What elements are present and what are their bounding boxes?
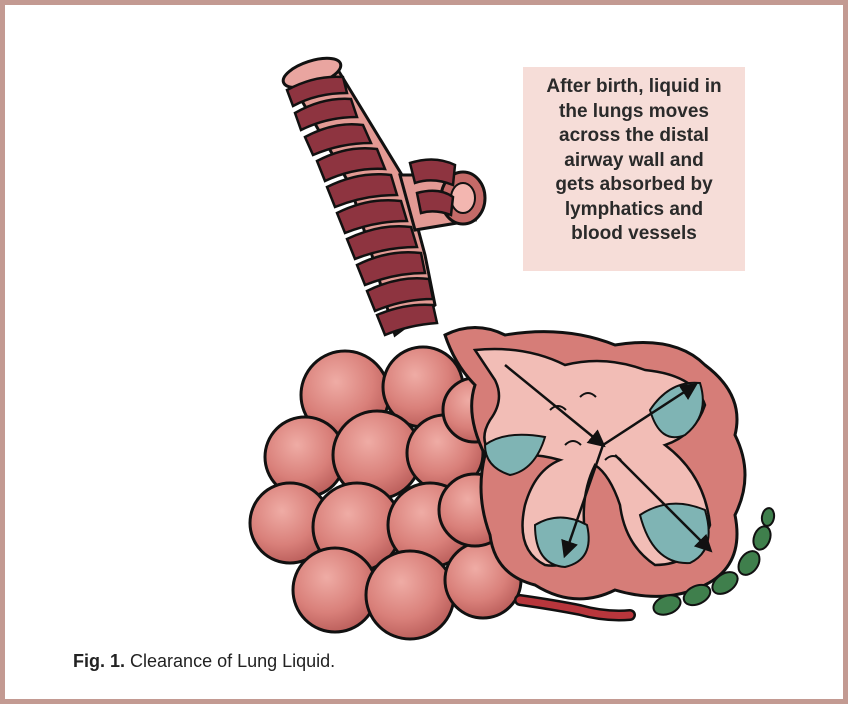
- callout-line: the lungs moves: [529, 100, 739, 125]
- callout-line: airway wall and: [529, 149, 739, 174]
- callout-line: lymphatics and: [529, 198, 739, 223]
- callout-line: After birth, liquid in: [529, 75, 739, 100]
- figure-caption: Fig. 1. Clearance of Lung Liquid.: [73, 651, 335, 672]
- figure-title: Clearance of Lung Liquid.: [130, 651, 335, 671]
- callout-line: across the distal: [529, 124, 739, 149]
- cartilage-rings: [287, 77, 455, 335]
- figure-number: Fig. 1.: [73, 651, 125, 671]
- callout-box: After birth, liquid in the lungs moves a…: [523, 67, 745, 271]
- callout-line: blood vessels: [529, 222, 739, 247]
- callout-line: gets absorbed by: [529, 173, 739, 198]
